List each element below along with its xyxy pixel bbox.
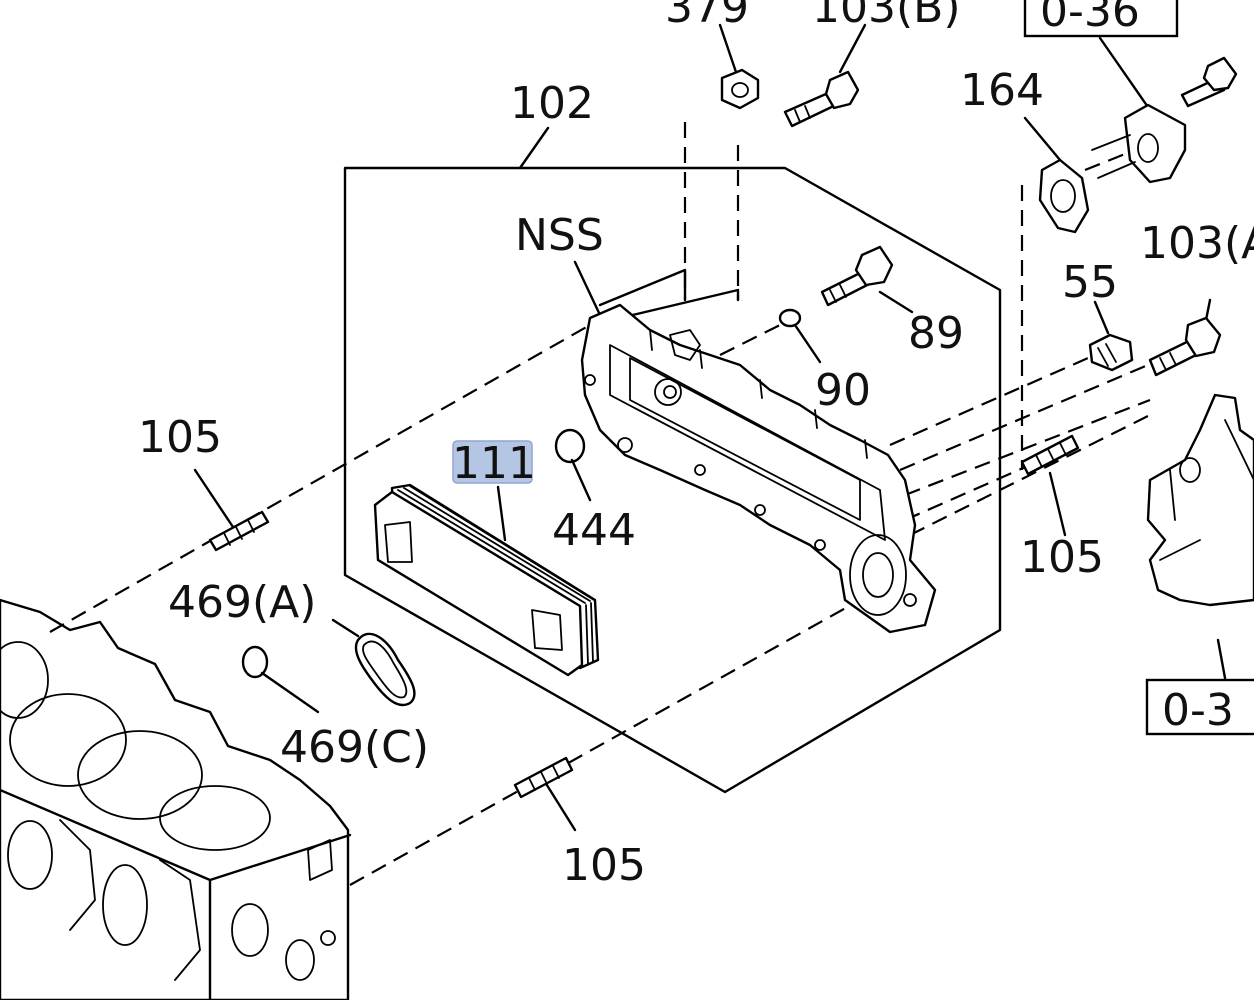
label-nss: NSS [515, 210, 604, 261]
label-103b: 103(B) [812, 0, 961, 33]
gasket-469a [354, 632, 416, 707]
bolt-top-right [1180, 56, 1238, 108]
label-90: 90 [815, 365, 871, 416]
label-89: 89 [908, 308, 964, 359]
stud-105-left [208, 510, 270, 552]
label-379: 379 [665, 0, 749, 33]
oil-cooler-cover [580, 303, 937, 634]
label-105-right: 105 [1020, 532, 1104, 583]
nut-379 [720, 68, 760, 110]
thermostat-housing [1146, 393, 1254, 607]
fitting-0-36 [1091, 103, 1187, 184]
bolt-103b [783, 70, 860, 128]
stud-105-right [1020, 434, 1080, 476]
engine-block [0, 598, 352, 1000]
label-469a: 469(A) [168, 577, 316, 628]
assembly-frame [343, 166, 1002, 794]
stud-105-bottom [513, 756, 574, 799]
label-444: 444 [552, 505, 636, 556]
label-164: 164 [960, 65, 1044, 116]
label-ref-0-3: 0-3 [1162, 685, 1234, 736]
washer-90 [778, 308, 802, 328]
label-469c: 469(C) [280, 722, 429, 773]
label-105-bottom: 105 [562, 840, 646, 891]
gasket-164 [1038, 158, 1090, 234]
ref-box-0-3 [1145, 678, 1254, 736]
leader-lines [193, 23, 1227, 832]
o-ring-444 [554, 428, 586, 464]
label-105-left: 105 [138, 412, 222, 463]
label-111: 111 [452, 438, 536, 489]
o-ring-469c [241, 645, 269, 679]
nut-55 [1088, 333, 1134, 372]
bolt-103a [1148, 316, 1222, 377]
ref-box-0-36 [1023, 0, 1179, 38]
label-102: 102 [510, 78, 594, 129]
assembly-lines [49, 83, 1231, 886]
label-103a: 103(A [1140, 218, 1254, 269]
label-55: 55 [1062, 257, 1118, 308]
label-ref-0-36: 0-36 [1040, 0, 1140, 37]
label-111-highlight [452, 440, 533, 484]
cooler-element [373, 483, 600, 677]
bolt-89 [820, 245, 894, 307]
